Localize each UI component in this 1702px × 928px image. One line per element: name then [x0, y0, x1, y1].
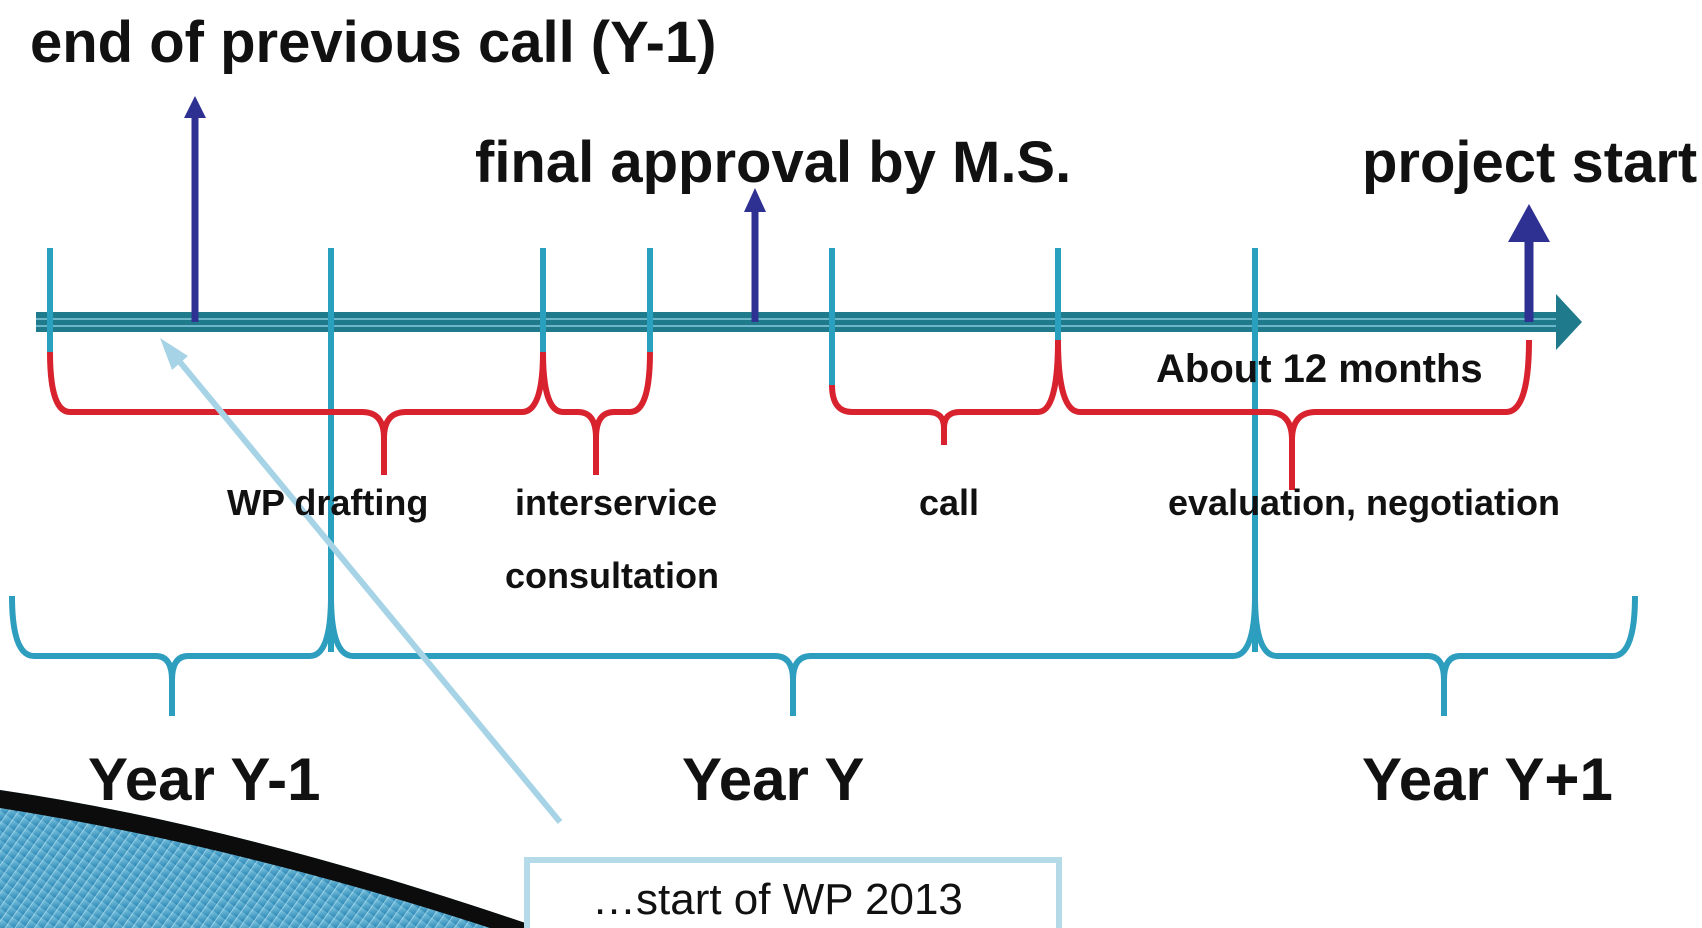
- brace-evaluation: [1055, 339, 1532, 490]
- label-call: call: [919, 482, 979, 523]
- label-interservice: interservice: [515, 482, 717, 523]
- brace-year-next: [1252, 595, 1638, 716]
- label-about-12-months: About 12 months: [1156, 347, 1483, 391]
- brace-year-prev: [9, 595, 334, 716]
- arrow-head-icon: [1508, 204, 1550, 242]
- label-year-next: Year Y+1: [1362, 746, 1613, 813]
- brace-wp-drafting: [47, 351, 546, 475]
- brace-call: [829, 339, 1061, 445]
- brace-interservice: [540, 351, 653, 475]
- callout-arrow: [160, 338, 563, 824]
- arrow-head-icon: [744, 188, 766, 212]
- brace-year-current: [328, 595, 1258, 716]
- timeline-ticks: [47, 248, 1258, 652]
- milestone-arrows: [184, 96, 1550, 322]
- label-project-start: project start: [1362, 130, 1697, 195]
- label-end-previous-call: end of previous call (Y-1): [30, 10, 716, 75]
- arrow-head-icon: [160, 338, 188, 370]
- timeline-bar: [36, 294, 1582, 350]
- callout-box: …start of WP 2013: [524, 857, 1062, 928]
- label-year-current: Year Y: [682, 746, 864, 813]
- year-braces: [9, 595, 1638, 716]
- callout-text: …start of WP 2013: [592, 875, 963, 924]
- arrow-head-icon: [184, 96, 206, 118]
- label-final-approval: final approval by M.S.: [475, 130, 1071, 195]
- label-year-prev: Year Y-1: [88, 746, 320, 813]
- label-wp-drafting: WP drafting: [227, 482, 428, 523]
- label-evaluation-negotiation: evaluation, negotiation: [1168, 482, 1560, 523]
- label-consultation: consultation: [505, 555, 719, 596]
- corner-decoration: [0, 790, 540, 928]
- phase-braces: [47, 339, 1532, 490]
